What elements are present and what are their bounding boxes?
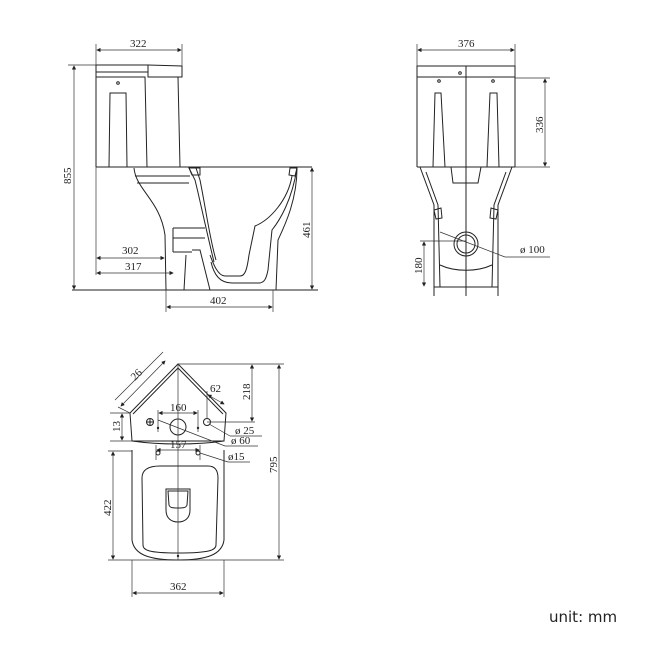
dim-phi60: ø 60 bbox=[231, 435, 251, 447]
dim-402: 402 bbox=[210, 295, 227, 307]
dim-302: 302 bbox=[122, 245, 139, 257]
dim-376: 376 bbox=[458, 38, 475, 50]
top-view: 26 13 218 62 160 ø 25 ø 60 157 ø15 422 7 bbox=[102, 351, 284, 597]
unit-label: unit: mm bbox=[549, 608, 618, 626]
dim-phi25: ø 25 bbox=[235, 425, 255, 437]
dim-160: 160 bbox=[170, 402, 187, 414]
dim-322: 322 bbox=[130, 38, 147, 50]
dim-855: 855 bbox=[62, 167, 74, 184]
dim-218: 218 bbox=[241, 383, 253, 400]
front-view: 376 336 ø 100 180 bbox=[413, 38, 550, 296]
dim-157: 157 bbox=[170, 439, 187, 451]
side-view: 322 855 461 302 317 402 bbox=[62, 38, 318, 312]
dim-317: 317 bbox=[125, 261, 142, 273]
dim-422: 422 bbox=[102, 500, 114, 517]
dim-phi100: ø 100 bbox=[520, 244, 545, 256]
dim-62: 62 bbox=[210, 383, 221, 395]
dim-461: 461 bbox=[301, 222, 313, 239]
dim-180: 180 bbox=[413, 257, 425, 274]
dim-phi15: ø15 bbox=[228, 451, 245, 463]
dim-13: 13 bbox=[111, 421, 123, 433]
dim-26: 26 bbox=[129, 367, 146, 384]
dim-795: 795 bbox=[268, 456, 280, 473]
dim-362: 362 bbox=[170, 581, 187, 593]
dim-336: 336 bbox=[534, 116, 546, 133]
